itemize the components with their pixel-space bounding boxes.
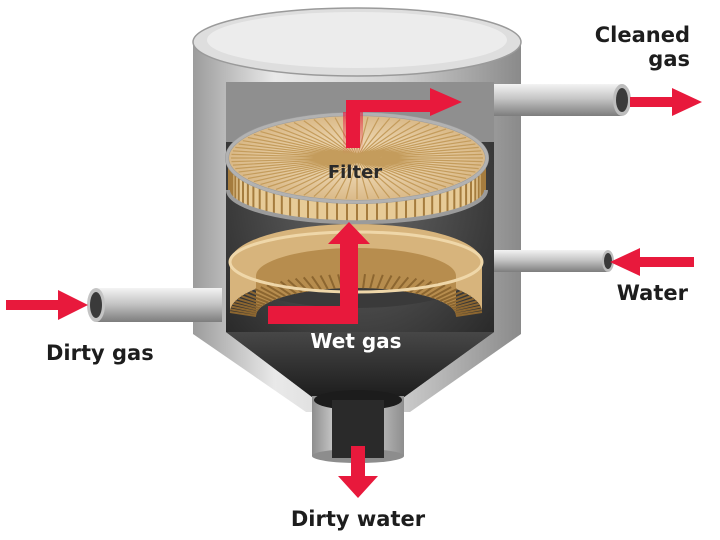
water-inlet-pipe — [494, 250, 614, 272]
cleaned-gas-out-arrow — [630, 88, 702, 116]
label-filter: Filter — [328, 162, 382, 183]
label-dirty-gas: Dirty gas — [46, 341, 154, 365]
dirty-gas-inlet-pipe — [87, 288, 222, 322]
cleaned-gas-internal-arrow — [346, 88, 462, 148]
cleaned-gas-outlet-pipe — [494, 84, 631, 116]
label-cleaned-gas-line2: gas — [648, 47, 690, 71]
label-water: Water — [617, 281, 689, 305]
wet-gas-up-arrow — [268, 222, 370, 324]
water-in-arrow — [610, 248, 694, 276]
dirty-water-out-arrow — [338, 446, 378, 498]
dirty-gas-in-arrow — [6, 290, 88, 320]
flow-arrows — [6, 88, 702, 498]
label-wet-gas: Wet gas — [310, 329, 401, 353]
label-dirty-water: Dirty water — [291, 507, 426, 531]
filter-disk — [225, 112, 489, 225]
labels: Cleaned gas Filter Water Wet gas Dirty g… — [46, 23, 690, 531]
label-cleaned-gas-line1: Cleaned — [595, 23, 690, 47]
